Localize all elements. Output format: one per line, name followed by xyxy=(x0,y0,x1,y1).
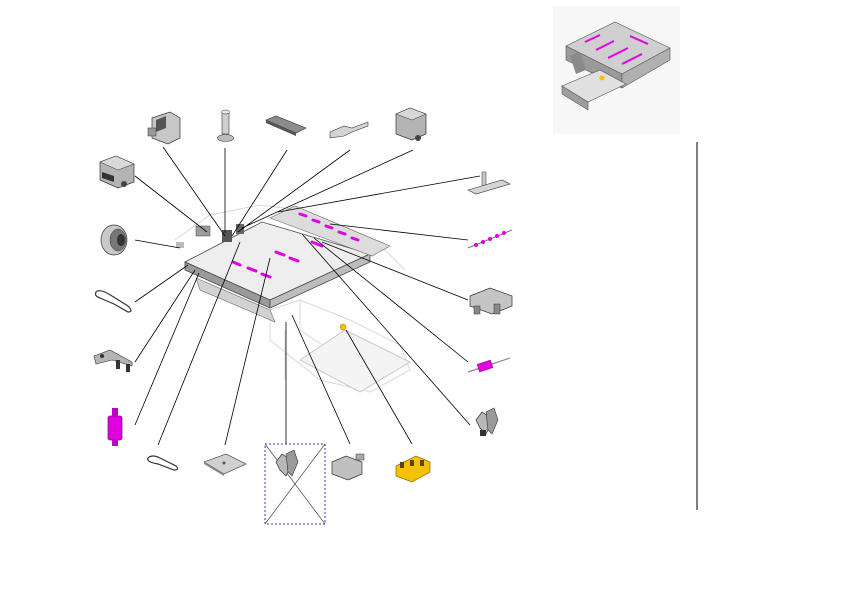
part-sensor-bracket xyxy=(147,111,181,145)
part-arm-link xyxy=(93,349,133,372)
optional-part-callout xyxy=(264,443,326,525)
part-roller-bushing xyxy=(100,224,128,256)
part-gear-assembly xyxy=(395,455,431,483)
part-belt xyxy=(147,455,179,471)
leader-lines xyxy=(134,146,481,446)
part-cover-plate xyxy=(203,453,247,476)
assembly-thumbnail xyxy=(553,6,680,134)
part-gear-assembly xyxy=(107,408,123,446)
part-clamp-block xyxy=(469,287,513,315)
part-small-bracket xyxy=(329,121,369,139)
part-l-bracket xyxy=(467,171,511,195)
part-pivot-block xyxy=(331,453,365,481)
part-motor xyxy=(395,107,427,141)
part-shaft-pin xyxy=(217,109,234,142)
part-pulley xyxy=(467,357,511,373)
main-assembly xyxy=(174,204,412,393)
part-motor xyxy=(99,155,135,189)
part-roller-shaft xyxy=(467,229,513,249)
part-hook-lever xyxy=(475,407,499,436)
part-belt xyxy=(94,290,132,313)
part-lever-pair xyxy=(275,449,299,477)
part-flat-plate xyxy=(265,115,307,136)
